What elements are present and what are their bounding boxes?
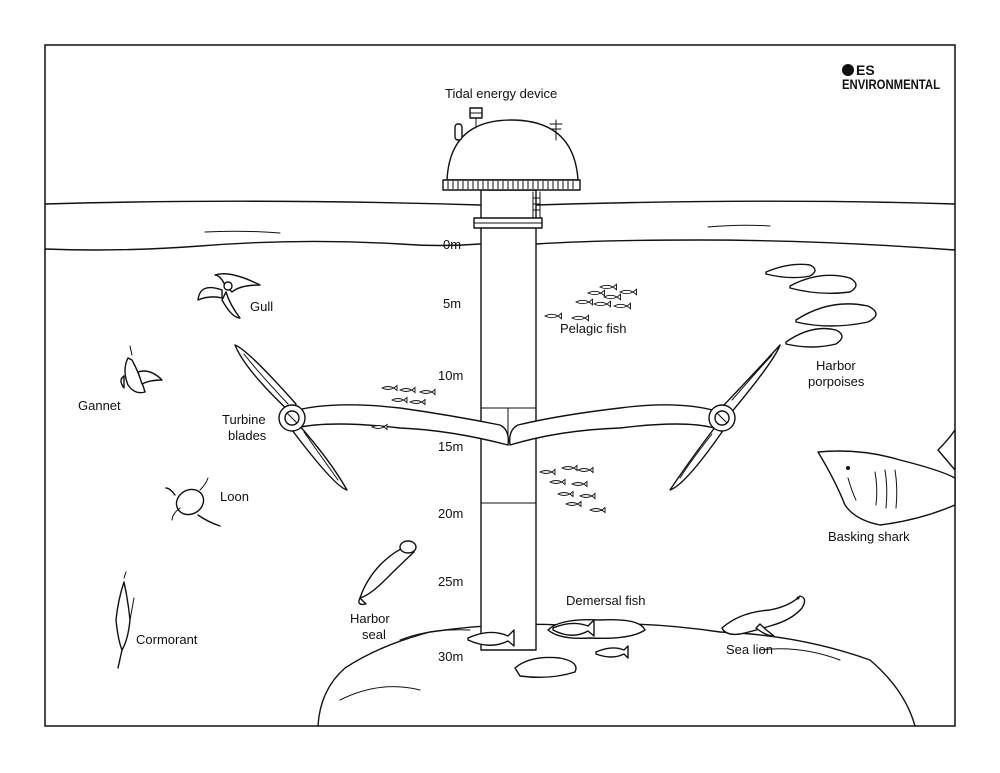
fish <box>574 298 593 306</box>
fish <box>548 478 566 486</box>
fish <box>556 490 574 498</box>
harbor-seal-icon <box>358 540 417 606</box>
label-gannet: Gannet <box>78 398 121 413</box>
fish <box>578 492 596 500</box>
fish <box>598 283 617 291</box>
basking-shark-icon <box>817 429 956 526</box>
device-title: Tidal energy device <box>445 86 557 101</box>
depth-scale: 0m 5m 10m 15m 20m 25m 30m <box>438 237 463 664</box>
fish <box>612 302 631 310</box>
demersal-fish-icon <box>467 619 629 659</box>
fish <box>576 466 594 474</box>
depth-label: 5m <box>443 296 461 311</box>
depth-label: 10m <box>438 368 463 383</box>
fish <box>592 300 611 308</box>
fish-school <box>538 464 606 514</box>
fish <box>564 500 582 508</box>
loon-icon <box>165 477 221 527</box>
label-turbine-line1: Turbine <box>222 412 266 427</box>
label-cormorant: Cormorant <box>136 632 198 647</box>
fish <box>408 398 426 406</box>
cormorant-icon <box>115 571 135 669</box>
fish-school <box>370 384 436 431</box>
gannet-icon <box>120 345 163 394</box>
label-gull: Gull <box>250 299 273 314</box>
label-harbor-porpoises-line1: Harbor <box>816 358 856 373</box>
label-harbor-seal-line1: Harbor <box>350 611 390 626</box>
fish <box>380 384 398 392</box>
sea-surface <box>44 200 956 251</box>
depth-label: 15m <box>438 439 463 454</box>
fish <box>618 288 637 296</box>
fish <box>370 423 388 431</box>
pelagic-fish-school <box>543 283 637 322</box>
turbine-arm <box>289 404 721 446</box>
fish <box>570 314 589 322</box>
turbine-left <box>234 344 348 491</box>
label-harbor-porpoises-line2: porpoises <box>808 374 865 389</box>
fish <box>588 506 606 514</box>
turbine-right <box>669 344 781 491</box>
label-turbine-line2: blades <box>228 428 267 443</box>
logo-line2: ENVIRONMENTAL <box>842 77 940 92</box>
harbor-porpoises-icon <box>765 263 877 348</box>
fish <box>560 464 578 472</box>
tidal-device-tower <box>473 189 543 651</box>
fish <box>586 289 605 297</box>
logo: ES ENVIRONMENTAL <box>842 62 940 92</box>
depth-label: 25m <box>438 574 463 589</box>
label-pelagic-fish: Pelagic fish <box>560 321 626 336</box>
tidal-device-dome <box>442 107 581 191</box>
label-harbor-seal-line2: seal <box>362 627 386 642</box>
gull-icon <box>197 273 261 319</box>
logo-line1: ES <box>856 62 875 78</box>
fish <box>418 388 436 396</box>
fish <box>538 468 556 476</box>
depth-label: 30m <box>438 649 463 664</box>
fish <box>398 386 416 394</box>
label-loon: Loon <box>220 489 249 504</box>
depth-label: 20m <box>438 506 463 521</box>
fish <box>390 396 408 404</box>
fish <box>602 293 621 301</box>
label-basking-shark: Basking shark <box>828 529 910 544</box>
fish <box>543 312 562 320</box>
depth-label: 0m <box>443 237 461 252</box>
label-sea-lion: Sea lion <box>726 642 773 657</box>
fish <box>570 480 588 488</box>
sea-lion-icon <box>721 595 806 637</box>
label-demersal-fish: Demersal fish <box>566 593 645 608</box>
